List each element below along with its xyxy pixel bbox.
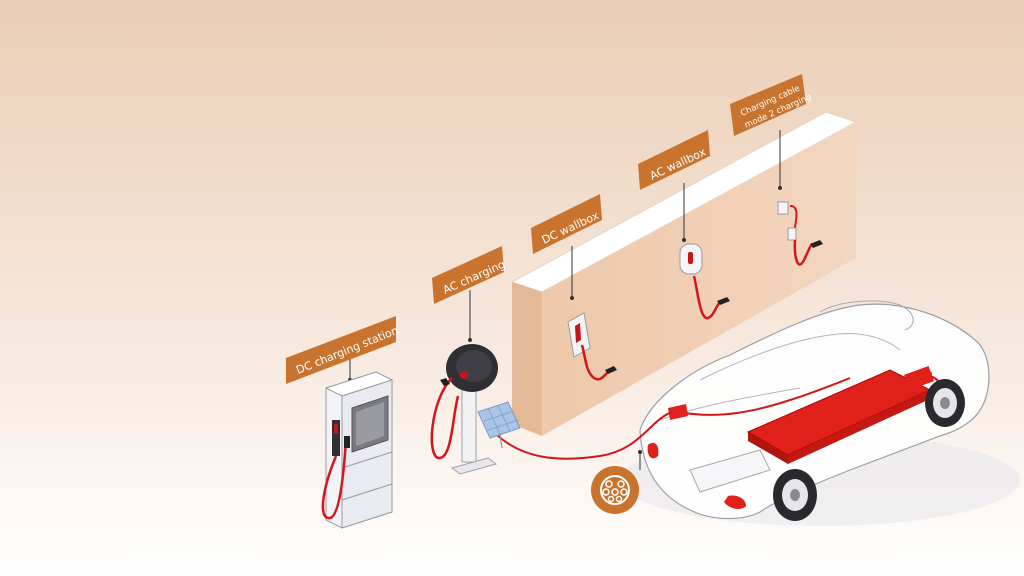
wall-front [542, 122, 856, 436]
wall-side [512, 282, 542, 436]
mode2-cable [777, 130, 823, 266]
front-wheel [925, 379, 965, 427]
charging-cable [491, 411, 673, 460]
ac-charging-station [430, 290, 498, 475]
ac-wallbox [679, 183, 730, 320]
connector-socket-icon [591, 466, 639, 514]
dc-charging-station [321, 358, 394, 529]
dc-wallbox [567, 246, 617, 381]
rear-wheel [773, 469, 817, 521]
electric-car [620, 300, 1020, 526]
solar-panel-icon [477, 401, 521, 449]
